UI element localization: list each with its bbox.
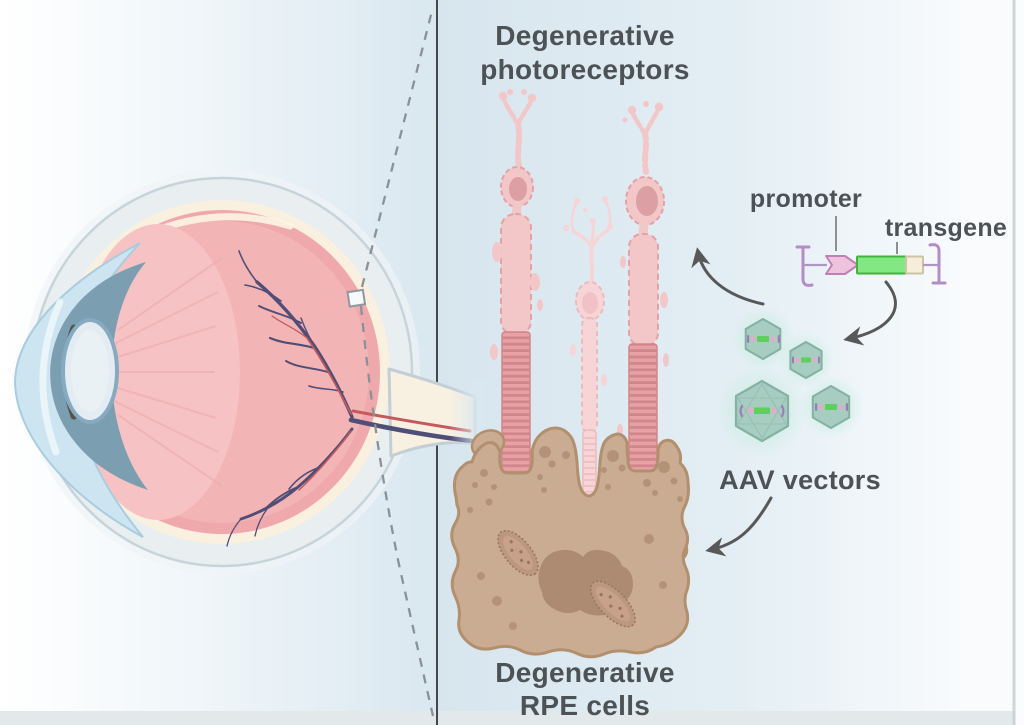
- inner-segment: [500, 213, 532, 336]
- outer-segment: [501, 331, 531, 479]
- photoreceptors-label-line2: photoreceptors: [480, 54, 690, 85]
- rpe-speckles: [467, 446, 683, 630]
- cornea-highlight: [39, 298, 64, 456]
- rpe-organelle-2: [590, 580, 636, 628]
- arrow-construct-to-aav: [843, 280, 897, 346]
- promoter-arrow-icon: [825, 255, 859, 275]
- inner-segment: [628, 233, 659, 347]
- outer-segment: [582, 429, 597, 499]
- page-bottom-strip: [0, 711, 1024, 725]
- transgene-box-icon: [856, 255, 907, 275]
- arrow-aav-to-rpe: [705, 496, 773, 557]
- optic-nerve: [348, 367, 486, 458]
- itr-right-icon: [928, 243, 947, 285]
- transgene-label: transgene: [885, 214, 1007, 242]
- right-edge-margin: [1015, 0, 1024, 725]
- rpe-label-line2: RPE cells: [520, 690, 650, 721]
- nucleus: [509, 177, 527, 201]
- synaptic-knobs: [622, 101, 664, 123]
- rpe-organelle-1: [497, 529, 539, 577]
- rpe-label-line1: Degenerative: [495, 657, 674, 688]
- nucleus: [636, 186, 658, 216]
- eye-lens-inner: [71, 330, 109, 412]
- nucleus: [582, 292, 598, 314]
- outer-segment: [628, 343, 658, 479]
- aav-vectors-label: AAV vectors: [719, 465, 881, 495]
- arrow-aav-to-photoreceptors: [691, 247, 765, 306]
- gene-construct: [795, 216, 947, 287]
- right-edge-band: [1012, 0, 1016, 725]
- rpe-cell: [450, 426, 691, 659]
- photoreceptor-cell-right: [617, 101, 669, 479]
- promoter-label: promoter: [750, 185, 862, 213]
- zoom-region-marker: [346, 288, 367, 308]
- retinal-blood-vessels: [226, 250, 354, 547]
- aav-vector-2: [789, 341, 823, 379]
- eye-illustration: [13, 170, 420, 574]
- itr-left-icon: [795, 245, 814, 287]
- inner-segment: [581, 317, 598, 433]
- synaptic-knobs: [563, 196, 613, 231]
- aav-vectors-cluster: [716, 307, 863, 457]
- construct-tail-box: [905, 255, 924, 275]
- capsid-facets: [735, 381, 789, 441]
- photoreceptors-label-line1: Degenerative: [495, 20, 674, 51]
- photoreceptor-cell-middle: [563, 196, 613, 499]
- zoom-dashed-lines: [359, 6, 435, 717]
- rpe-body: [450, 426, 691, 659]
- aav-vector-1: [744, 318, 782, 360]
- flow-arrows: [691, 247, 897, 557]
- synaptic-knobs: [498, 89, 537, 103]
- aav-vector-3-large: [734, 379, 790, 443]
- aav-vector-4: [811, 385, 851, 429]
